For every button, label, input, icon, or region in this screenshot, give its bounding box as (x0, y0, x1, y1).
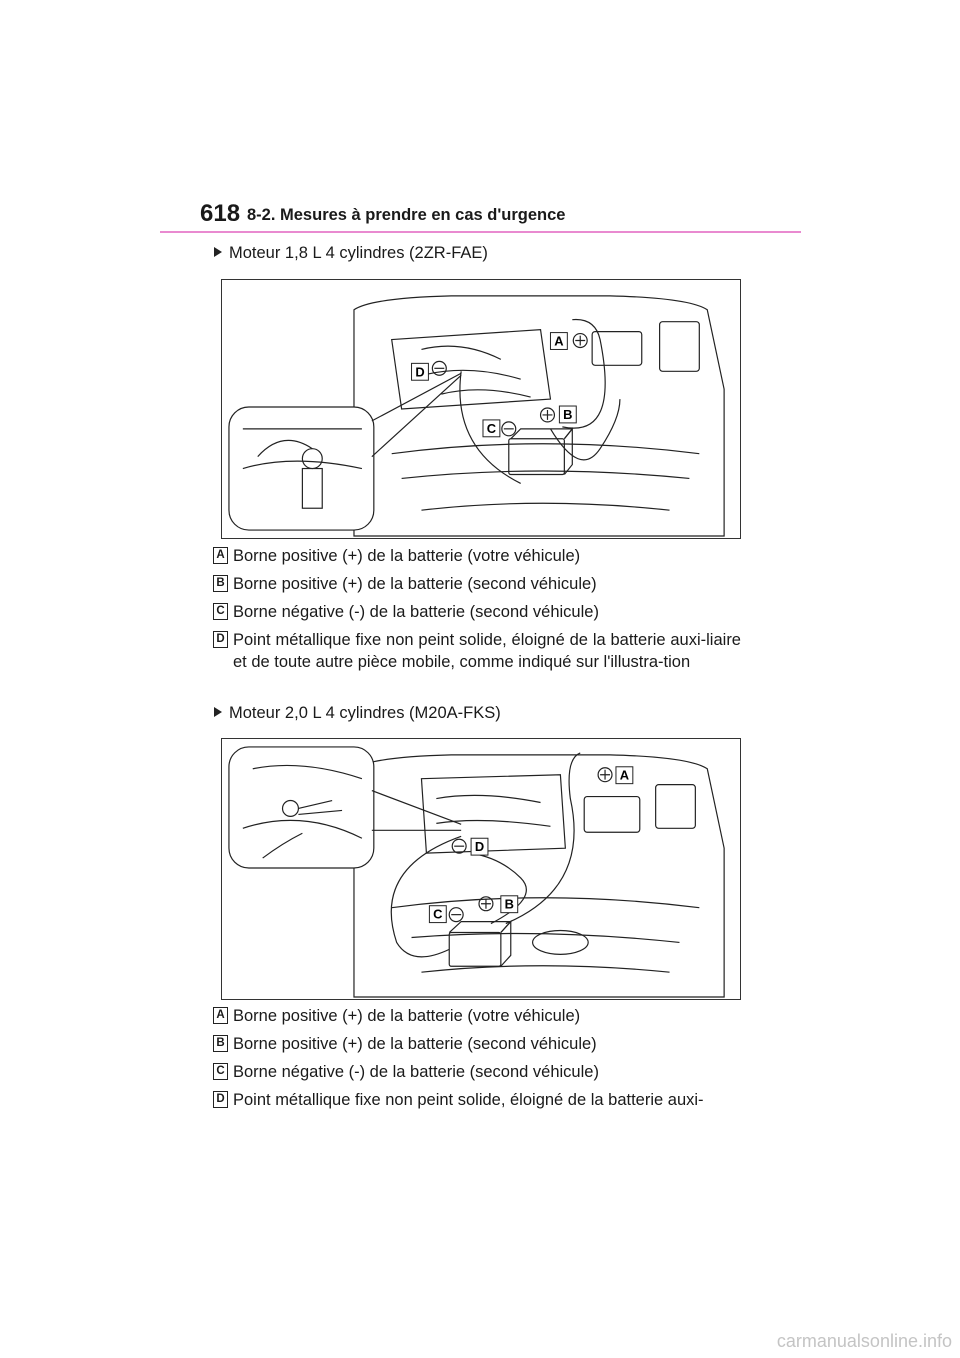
engine-bay-drawing-1: A B C D (222, 280, 740, 538)
watermark: carmanualsonline.info (777, 1331, 952, 1352)
callout-b-2: B (505, 897, 514, 912)
callout-c-2: C (433, 907, 442, 922)
engine-bay-drawing-2: A B C D (222, 739, 740, 999)
bullet-triangle-icon (214, 707, 222, 717)
badge-a: A (213, 1007, 228, 1024)
legend-item-a-2: A Borne positive (+) de la batterie (vot… (213, 1005, 753, 1027)
badge-d: D (213, 1091, 228, 1108)
badge-a: A (213, 547, 228, 564)
legend-item-d-1: D Point métallique fixe non peint solide… (213, 629, 741, 673)
engine-heading-2: Moteur 2,0 L 4 cylindres (M20A-FKS) (214, 704, 501, 723)
bullet-triangle-icon (214, 247, 222, 257)
engine-heading-2-text: Moteur 2,0 L 4 cylindres (M20A-FKS) (229, 704, 501, 722)
legend-item-c-1: C Borne négative (-) de la batterie (sec… (213, 601, 753, 623)
badge-c: C (213, 603, 228, 620)
legend-text-b: Borne positive (+) de la batterie (secon… (233, 573, 753, 595)
legend-text-d: Point métallique fixe non peint solide, … (233, 1089, 753, 1111)
callout-b-1: B (563, 407, 572, 422)
callout-c-1: C (487, 421, 496, 436)
legend-text-c: Borne négative (-) de la batterie (secon… (233, 601, 753, 623)
badge-b: B (213, 575, 228, 592)
badge-c: C (213, 1063, 228, 1080)
engine-illustration-2: A B C D (221, 738, 741, 1000)
callout-d-2: D (475, 839, 484, 854)
callout-a-2: A (620, 768, 629, 783)
legend-item-b-1: B Borne positive (+) de la batterie (sec… (213, 573, 753, 595)
legend-item-a-1: A Borne positive (+) de la batterie (vot… (213, 545, 753, 567)
badge-b: B (213, 1035, 228, 1052)
engine-heading-1: Moteur 1,8 L 4 cylindres (2ZR-FAE) (214, 244, 488, 263)
legend-item-b-2: B Borne positive (+) de la batterie (sec… (213, 1033, 753, 1055)
legend-text-a: Borne positive (+) de la batterie (votre… (233, 1005, 753, 1027)
legend-text-d: Point métallique fixe non peint solide, … (233, 629, 741, 673)
callout-d-1: D (415, 364, 424, 379)
legend-text-c: Borne négative (-) de la batterie (secon… (233, 1061, 753, 1083)
legend-item-d-2: D Point métallique fixe non peint solide… (213, 1089, 753, 1111)
section-title: 8-2. Mesures à prendre en cas d'urgence (247, 206, 565, 225)
badge-d: D (213, 631, 228, 648)
engine-illustration-1: A B C D (221, 279, 741, 539)
legend-text-b: Borne positive (+) de la batterie (secon… (233, 1033, 753, 1055)
page-number: 618 (200, 200, 240, 228)
engine-heading-1-text: Moteur 1,8 L 4 cylindres (2ZR-FAE) (229, 244, 488, 262)
callout-a-1: A (554, 333, 563, 348)
header-divider (160, 231, 801, 233)
legend-text-a: Borne positive (+) de la batterie (votre… (233, 545, 753, 567)
legend-item-c-2: C Borne négative (-) de la batterie (sec… (213, 1061, 753, 1083)
